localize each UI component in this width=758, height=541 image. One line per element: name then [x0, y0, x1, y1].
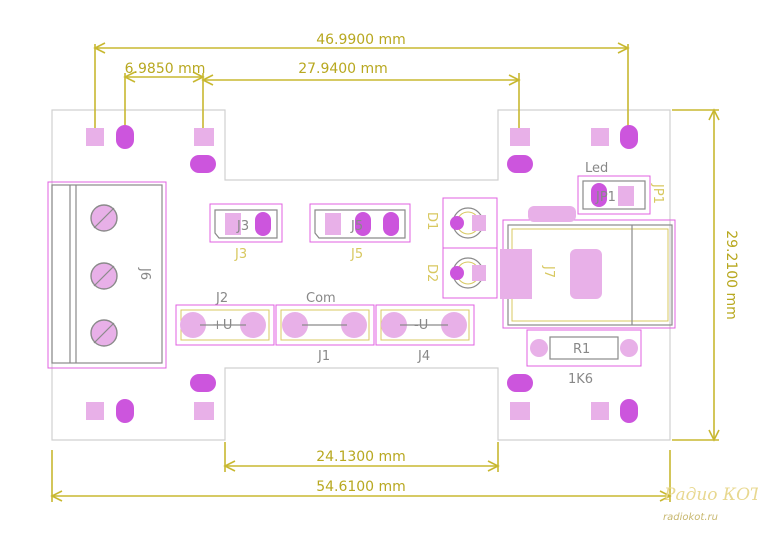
label-r1: R1 [573, 342, 590, 357]
led-d1: D1 [424, 197, 498, 249]
label-d1: D1 [424, 212, 439, 230]
radiokot-logo: Радио КОТ radiokot.ru [663, 485, 758, 523]
label-j6: J6 [137, 267, 152, 280]
dim-label-total-width: 54.6100 mm [316, 479, 406, 495]
connector-j4: -U J4 [375, 304, 475, 364]
label-jp1: JP1 [650, 183, 665, 204]
dimension-total-width: 54.6100 mm [50, 450, 672, 502]
dimension-total-top: 46.9900 mm [93, 32, 630, 128]
led-d2: D2 [424, 247, 498, 299]
dimension-height: 29.2100 mm [672, 108, 739, 442]
jumper-j3: J3 J3 [209, 203, 283, 262]
label-minus-u: -U [414, 318, 428, 333]
label-d2: D2 [424, 264, 439, 282]
label-j2: J2 [215, 291, 228, 306]
label-j5: J5 [350, 247, 363, 262]
label-r1-value: 1K6 [568, 372, 593, 387]
label-com: Com [306, 291, 336, 306]
terminal-block-j6: J6 [47, 181, 167, 369]
logo-url: radiokot.ru [663, 512, 718, 523]
dim-label-inner-top: 27.9400 mm [298, 61, 388, 77]
dimension-inner-bottom: 24.1300 mm [223, 442, 500, 472]
dim-label-height: 29.2100 mm [723, 230, 739, 320]
dimension-left-small: 6.9850 mm [123, 61, 206, 128]
label-j4: J4 [417, 349, 430, 364]
label-plus-u: +U [212, 318, 232, 333]
label-j3-silk: J3 [236, 219, 249, 234]
dim-label-inner-bottom: 24.1300 mm [316, 449, 406, 465]
logo-title: Радио КОТ [663, 485, 758, 505]
label-led: Led [585, 161, 608, 176]
label-jp1-silk: JP1 [595, 190, 616, 205]
label-j5-silk: J5 [350, 219, 363, 234]
dimension-inner-top: 27.9400 mm [201, 61, 521, 128]
dim-label-left-small: 6.9850 mm [125, 61, 206, 77]
corner-pads [86, 125, 638, 423]
board-outline [51, 109, 671, 441]
jumper-j5: J5 J5 [309, 203, 411, 262]
label-j1: J1 [317, 349, 330, 364]
dim-label-total-top: 46.9900 mm [316, 32, 406, 48]
jumper-jp1: Led JP1 JP1 [577, 161, 665, 215]
resistor-r1: R1 1K6 [526, 329, 642, 387]
label-j7: J7 [541, 265, 556, 278]
connector-j2: J2 +U [175, 291, 275, 346]
component-j7: J7 [500, 206, 676, 329]
label-j3: J3 [234, 247, 247, 262]
connector-j1: Com J1 [275, 291, 375, 364]
